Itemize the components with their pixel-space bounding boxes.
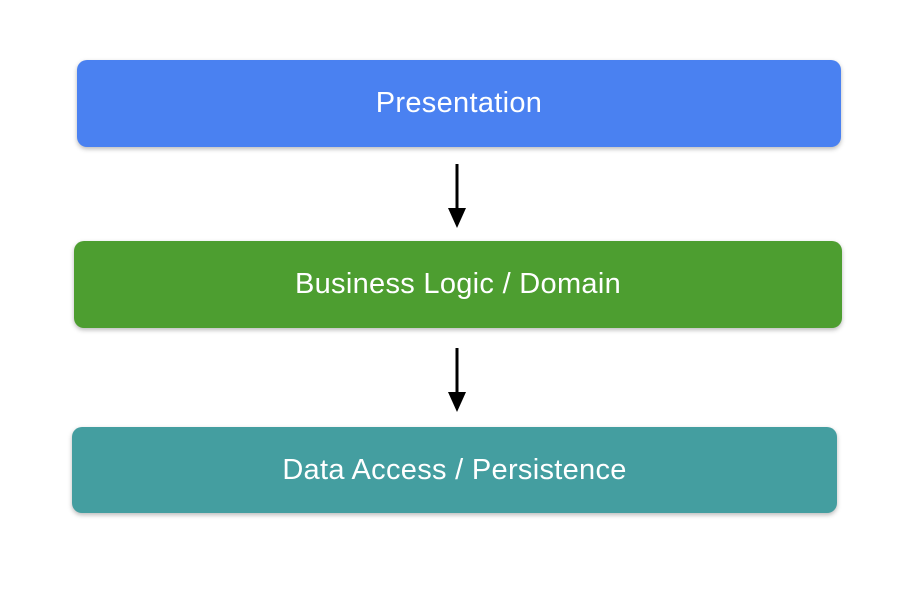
layer-label-data-access: Data Access / Persistence: [282, 453, 627, 486]
arrow-down-business-to-data: [446, 348, 468, 412]
layer-label-presentation: Presentation: [375, 87, 543, 119]
layer-box-data-access: Data Access / Persistence: [72, 427, 837, 513]
layer-box-business-logic: Business Logic / Domain: [74, 241, 842, 328]
layer-label-business-logic: Business Logic / Domain: [294, 268, 622, 300]
arrow-down-presentation-to-business: [446, 164, 468, 228]
arrow-down-icon: [448, 348, 466, 412]
layer-box-presentation: Presentation: [77, 60, 841, 147]
arrow-down-icon: [448, 164, 466, 228]
